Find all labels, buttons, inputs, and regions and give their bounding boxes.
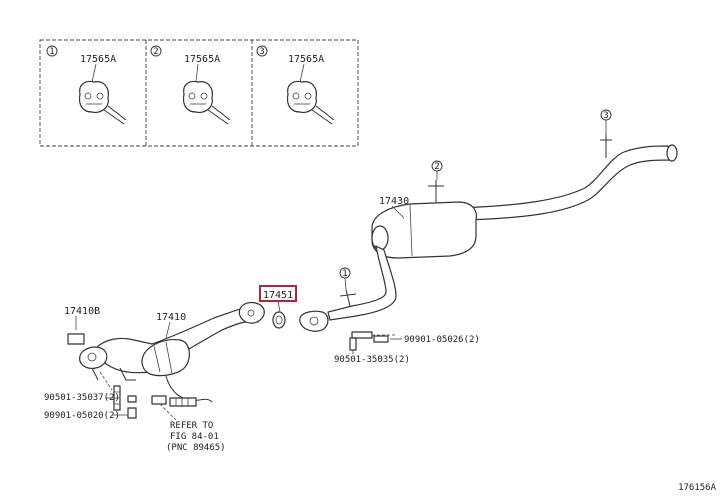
gasket-part-number: 17451 bbox=[263, 290, 293, 301]
front-pipe-part-number: 17410 bbox=[156, 312, 186, 323]
hanger-clamp-icon bbox=[182, 80, 231, 125]
inset-panel: 1 17565A 2 17565A bbox=[39, 39, 359, 147]
callout-3: 3 bbox=[603, 111, 608, 121]
note-line-1: REFER TO bbox=[170, 421, 213, 431]
note-line-2: FIG 84-01 bbox=[170, 432, 219, 442]
bolt-right-label: 90901-05026(2) bbox=[404, 335, 480, 345]
stud-left-label: 90501-35037(2) bbox=[44, 393, 120, 403]
muffler-assembly[interactable]: 3 2 1 17430 bbox=[299, 109, 678, 332]
nut-part-number: 17410B bbox=[64, 306, 100, 317]
inset-2-part: 17565A bbox=[184, 54, 220, 65]
inset-3-number: 3 bbox=[259, 47, 264, 57]
gasket-17451[interactable]: 17451 bbox=[259, 285, 297, 329]
inset-3: 3 17565A bbox=[256, 45, 335, 125]
flange-bolts[interactable]: 90901-05026(2) 90501-35035(2) bbox=[334, 331, 480, 365]
front-bolts[interactable]: 90501-35037(2) 90901-05020(2) bbox=[44, 371, 137, 421]
figure-code: 176156A bbox=[678, 483, 717, 493]
nut-17410b[interactable]: 17410B bbox=[64, 306, 100, 345]
stud-right-label: 90501-35035(2) bbox=[334, 355, 410, 365]
inset-1-number: 1 bbox=[49, 47, 54, 57]
front-pipe-17410[interactable]: 17410 bbox=[79, 301, 265, 381]
note-line-3: (PNC 89465) bbox=[166, 443, 226, 453]
inset-2: 2 17565A bbox=[150, 45, 231, 125]
inset-1-part: 17565A bbox=[80, 54, 116, 65]
bolt-left-label: 90901-05020(2) bbox=[44, 411, 120, 421]
inset-2-number: 2 bbox=[153, 47, 158, 57]
inset-1: 1 17565A bbox=[46, 45, 127, 125]
oxygen-sensor[interactable] bbox=[151, 375, 213, 421]
callout-2: 2 bbox=[434, 162, 439, 172]
reference-note: REFER TO FIG 84-01 (PNC 89465) bbox=[166, 421, 226, 453]
hanger-clamp-icon bbox=[78, 80, 127, 125]
muffler-part-number: 17430 bbox=[379, 196, 409, 207]
inset-3-part: 17565A bbox=[288, 54, 324, 65]
hanger-clamp-icon bbox=[286, 80, 335, 125]
callout-1: 1 bbox=[342, 269, 347, 279]
